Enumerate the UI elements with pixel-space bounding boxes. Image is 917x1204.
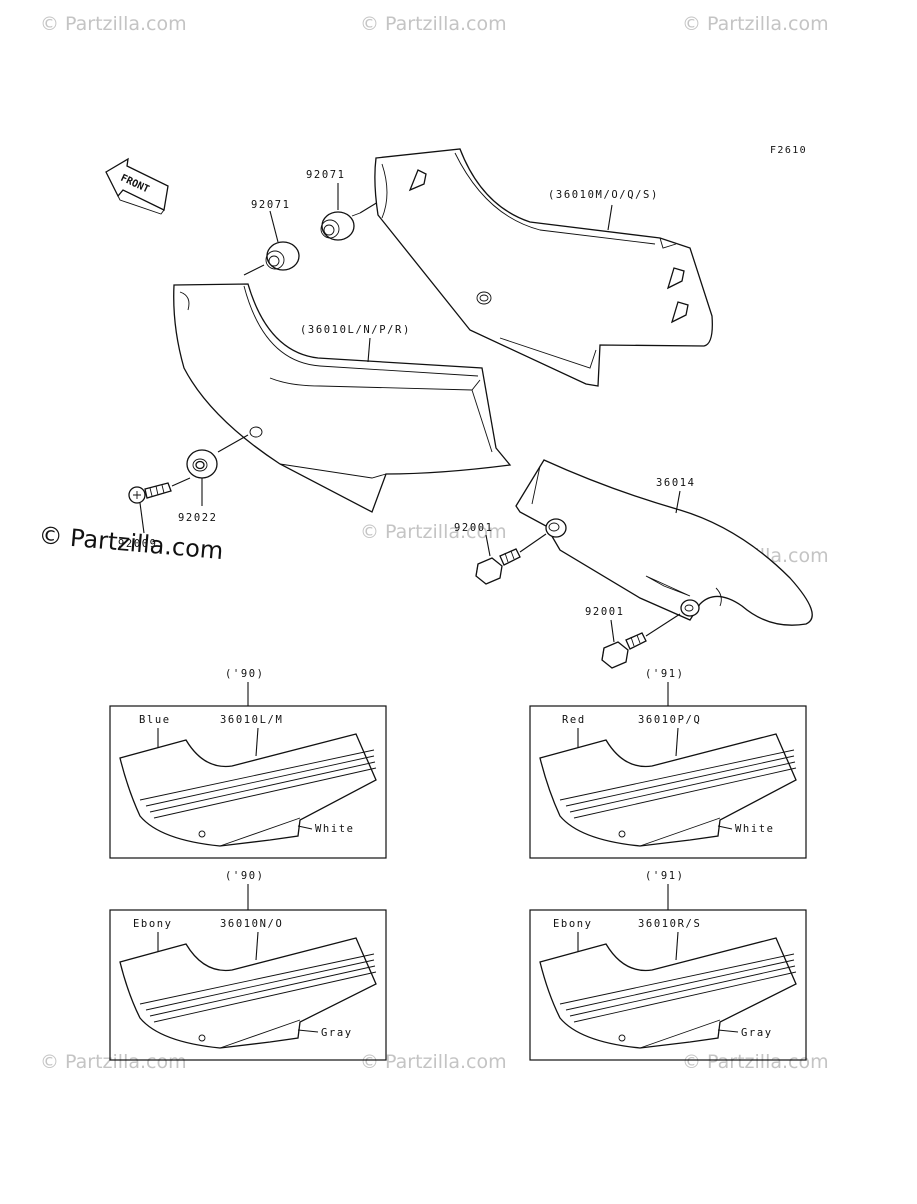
grommet-upper: [320, 211, 361, 241]
washer: [186, 449, 218, 479]
bolt-92009: [128, 482, 172, 504]
watermark: © Partzilla.com: [40, 13, 187, 35]
callout-bolt-lower: 92001: [585, 606, 625, 618]
watermark-group: © Partzilla.com © Partzilla.com © Partzi…: [37, 13, 828, 1073]
bolt-92001-lower: [601, 632, 647, 669]
variant-year: ('90): [225, 668, 265, 680]
diagram-code: F2610: [770, 145, 807, 156]
watermark: © Partzilla.com: [360, 1051, 507, 1073]
callout-grommet-upper: 92071: [306, 169, 346, 181]
callout-chain-case: 36014: [656, 477, 696, 489]
variant-part-number: 36010P/Q: [638, 714, 701, 726]
front-arrow-icon: FRONT: [105, 157, 169, 215]
variant-year: ('90): [225, 870, 265, 882]
callout-bolt-upper: 92001: [454, 522, 494, 534]
grommet-lower: [265, 241, 300, 271]
bolt-92001-upper: [475, 548, 521, 585]
variant-box-2: ('91) Red 36010P/Q White: [529, 668, 807, 859]
variant-color-label: Red: [562, 714, 586, 726]
watermark: © Partzilla.com: [40, 1051, 187, 1073]
watermark: © Partzilla.com: [682, 13, 829, 35]
variant-part-number: 36010L/M: [220, 714, 283, 726]
watermark: © Partzilla.com: [360, 521, 507, 543]
left-side-cover: [173, 283, 512, 513]
variant-box-3: ('90) Ebony 36010N/O Gray: [109, 870, 387, 1061]
variant-stripe-label: Gray: [741, 1027, 773, 1039]
variant-color-label: Blue: [139, 714, 171, 726]
chain-case: [515, 459, 813, 626]
variant-stripe-label: White: [735, 823, 775, 835]
variant-box-1: ('90) Blue 36010L/M White: [109, 668, 387, 859]
variant-stripe-label: White: [315, 823, 355, 835]
callout-grommet-lower: 92071: [251, 199, 291, 211]
variant-part-number: 36010R/S: [638, 918, 701, 930]
watermark: © Partzilla.com: [682, 1051, 829, 1073]
variant-year: ('91): [645, 870, 685, 882]
callout-right-cover: (36010M/O/Q/S): [548, 189, 659, 201]
variant-box-4: ('91) Ebony 36010R/S Gray: [529, 870, 807, 1061]
watermark: © Partzilla.com: [360, 13, 507, 35]
variant-year: ('91): [645, 668, 685, 680]
variant-stripe-label: Gray: [321, 1027, 353, 1039]
variant-color-label: Ebony: [133, 918, 173, 930]
variant-color-label: Ebony: [553, 918, 593, 930]
variant-part-number: 36010N/O: [220, 918, 283, 930]
callout-bolt-left: 92009: [118, 538, 158, 550]
right-side-cover: [374, 148, 713, 387]
callout-washer: 92022: [178, 512, 218, 524]
callout-left-cover: (36010L/N/P/R): [300, 324, 411, 336]
